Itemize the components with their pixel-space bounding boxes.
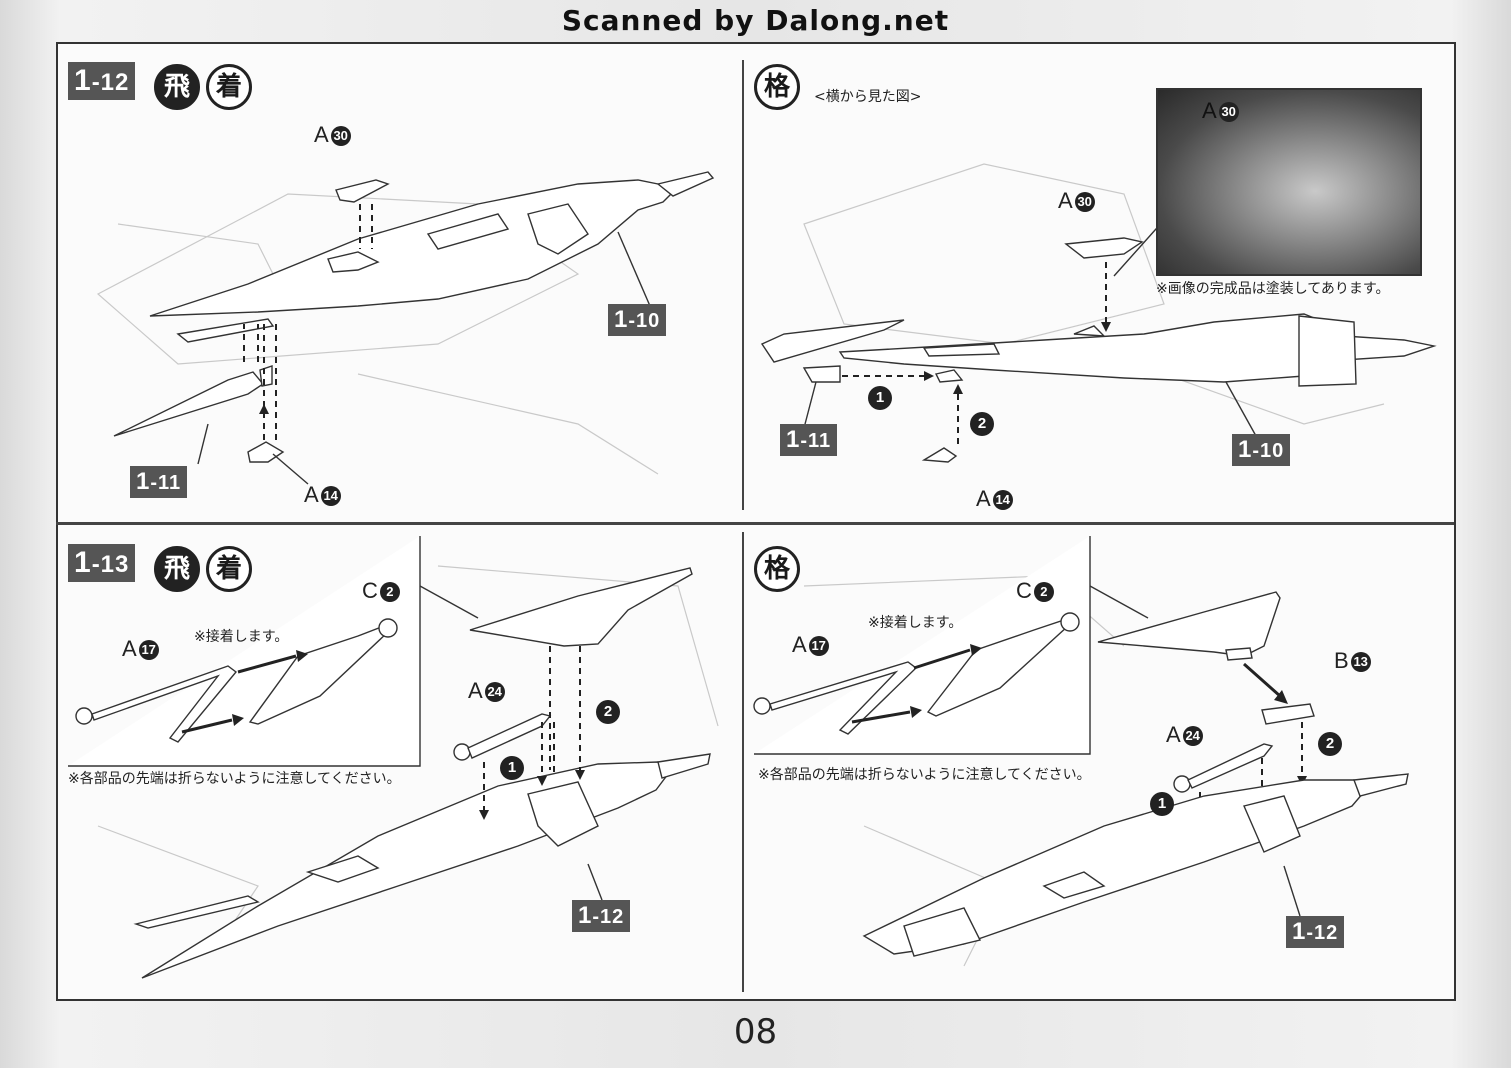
- detail-callout-box: [754, 536, 1091, 755]
- order-badge-1: 1: [1150, 792, 1174, 816]
- upper-wing-part: [469, 567, 693, 647]
- part-a17: [75, 665, 238, 743]
- tip-caution-note: ※各部品の先端は折らないように注意してください。: [758, 767, 1091, 783]
- part-a24: [453, 713, 552, 761]
- battroid-mode-icon: 格: [754, 64, 800, 110]
- fighter-wing-assembly-drawing: [68, 536, 719, 979]
- order-badge-1: 1: [500, 756, 524, 780]
- ref-step-1-11: 1-11: [780, 424, 838, 456]
- battroid-wing-assembly-drawing: [753, 536, 1409, 967]
- step-number-tag: 1-12: [68, 62, 136, 100]
- part-a17: [753, 661, 918, 735]
- ref-step-1-12: 1-12: [572, 900, 631, 932]
- part-c2-wing: [926, 612, 1080, 717]
- order-badge-2: 2: [1318, 732, 1342, 756]
- leader-1-10: [617, 231, 651, 307]
- glue-arrow-1: [237, 654, 297, 674]
- leader-1-12: [1283, 865, 1301, 917]
- part-a14-side: [921, 384, 963, 463]
- main-fuselage-battroid: [862, 773, 1409, 957]
- order-badge-2: 2: [970, 412, 994, 436]
- main-fuselage-side: [838, 313, 1437, 387]
- upper-wing-part: [1097, 591, 1281, 657]
- main-fuselage-top: [133, 753, 711, 979]
- fighter-assembly-drawing: [96, 171, 715, 485]
- part-b13-block: [1225, 647, 1315, 725]
- scan-credit: Scanned by Dalong.net: [561, 4, 950, 37]
- leader-a14: [272, 453, 309, 485]
- fighter-mode-icon: 飛: [154, 64, 200, 110]
- part-a24: [1173, 743, 1274, 793]
- order-badge-2: 2: [596, 700, 620, 724]
- battroid-mode-icon: 格: [754, 546, 800, 592]
- leader-1-11: [197, 423, 209, 465]
- ref-step-1-10: 1-10: [1232, 434, 1291, 466]
- order-badge-1: 1: [868, 386, 892, 410]
- part-1-11-wing: [760, 319, 964, 383]
- detail-callout-box: [68, 536, 421, 767]
- column-divider-bottom: [742, 532, 744, 992]
- ref-step-1-12: 1-12: [1286, 916, 1345, 948]
- ref-step-1-10: 1-10: [608, 304, 667, 336]
- glue-mode-icon: 着: [206, 64, 252, 110]
- painted-model-note: ※画像の完成品は塗装してあります。: [1156, 281, 1390, 297]
- leader-1-12: [587, 863, 603, 901]
- column-divider-top: [742, 60, 744, 510]
- fuselage-body: [149, 171, 715, 343]
- leader-1-11: [803, 381, 817, 429]
- photo-pointer-line: [1113, 219, 1165, 277]
- row-divider: [56, 522, 1454, 525]
- glue-note: ※接着します。: [194, 629, 289, 645]
- fighter-mode-icon: 飛: [154, 546, 200, 592]
- page-number: 08: [733, 1012, 778, 1052]
- step-number-tag: 1-13: [68, 544, 136, 582]
- part-a30-canopy-side: [1064, 237, 1144, 332]
- side-view-assembly-drawing: [760, 163, 1437, 463]
- part-a30-canopy: [335, 179, 390, 249]
- part-c2-wing: [248, 618, 398, 725]
- glue-mode-icon: 着: [206, 546, 252, 592]
- part-a14: [247, 324, 285, 463]
- background-ghost-drawing: [803, 163, 1385, 425]
- leader-1-10: [1225, 381, 1257, 437]
- tip-caution-note: ※各部品の先端は折らないように注意してください。: [68, 771, 401, 787]
- glue-note: ※接着します。: [868, 615, 963, 631]
- ref-step-1-11: 1-11: [130, 466, 188, 498]
- side-view-subtitle: <横から見た図>: [814, 89, 922, 105]
